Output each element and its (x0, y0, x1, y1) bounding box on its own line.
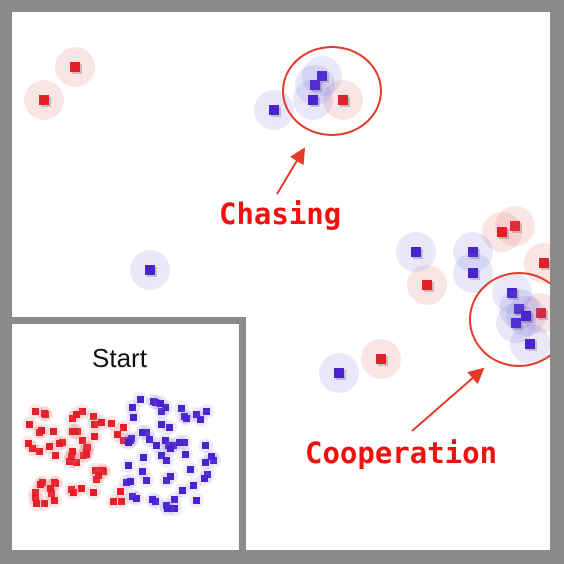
blue-agent-start (182, 462, 198, 478)
blue-agent-start (178, 410, 194, 426)
red-agent-start (33, 423, 49, 439)
red-agent-start (28, 496, 44, 512)
blue-agent-start (128, 490, 144, 506)
red-agent (55, 47, 95, 87)
cooperation-label: Cooperation (305, 436, 498, 470)
red-agent (24, 80, 64, 120)
red-agent-start (113, 494, 129, 510)
red-agent-start (73, 480, 89, 496)
red-agent-start (85, 409, 101, 425)
red-agent-start (105, 493, 121, 509)
red-agent-start (94, 414, 110, 430)
red-agent-start (47, 448, 63, 464)
blue-agent-start (120, 458, 136, 474)
inset-title: Start (92, 343, 147, 373)
blue-agent-start (198, 454, 214, 470)
red-agent-start (36, 405, 52, 421)
red-agent-start (109, 427, 125, 443)
blue-agent-start (121, 434, 137, 450)
blue-agent-start (171, 435, 187, 451)
blue-agent-start (134, 425, 150, 441)
red-agent (495, 206, 535, 246)
blue-agent-start (167, 500, 183, 516)
blue-agent-start (197, 437, 213, 453)
blue-agent-start (134, 464, 150, 480)
chasing-highlight-ring (282, 46, 382, 136)
start-inset-panel: Start (0, 317, 246, 564)
blue-agent-start (160, 500, 176, 516)
red-agent-start (69, 406, 85, 422)
red-agent-start (32, 444, 48, 460)
blue-agent-start (123, 473, 139, 489)
blue-agent-start (153, 395, 169, 411)
blue-agent-start (199, 403, 215, 419)
blue-agent-start (125, 409, 141, 425)
red-agent-start (20, 436, 36, 452)
red-agent-start (86, 484, 102, 500)
red-agent-start (37, 495, 53, 511)
blue-agent-start (185, 478, 201, 494)
blue-agent-start (159, 452, 175, 468)
red-agent-start (27, 485, 43, 501)
blue-agent-start (148, 437, 164, 453)
blue-agent (396, 232, 436, 272)
blue-agent-start (163, 440, 179, 456)
blue-agent-start (154, 416, 170, 432)
red-agent-start (67, 424, 83, 440)
red-agent-start (22, 416, 38, 432)
red-agent (361, 339, 401, 379)
blue-agent (130, 250, 170, 290)
blue-agent-start (145, 491, 161, 507)
red-agent-start (65, 443, 81, 459)
red-agent-start (28, 403, 44, 419)
cooperation-highlight-ring (469, 272, 564, 367)
blue-agent-start (175, 483, 191, 499)
blue-agent-start (157, 433, 173, 449)
blue-agent-start (197, 471, 213, 487)
red-agent-start (78, 446, 94, 462)
blue-agent-start (125, 399, 141, 415)
blue-agent-start (166, 491, 182, 507)
blue-agent-start (177, 446, 193, 462)
blue-agent-start (138, 473, 154, 489)
blue-agent-start (192, 411, 208, 427)
blue-agent-start (174, 401, 190, 417)
blue-agent-start (136, 450, 151, 466)
blue-agent (319, 353, 359, 393)
chasing-arrow (276, 147, 306, 195)
red-agent-start (46, 492, 62, 508)
red-agent-start (112, 483, 128, 499)
red-agent-start (42, 480, 58, 496)
red-agent-start (65, 484, 81, 500)
blue-agent (453, 232, 493, 272)
red-agent-start (104, 415, 120, 431)
red-agent-start (87, 428, 103, 444)
red-agent-start (90, 468, 106, 484)
red-agent-start (52, 435, 68, 451)
chasing-label: Chasing (219, 197, 342, 231)
cooperation-arrow (411, 367, 485, 432)
blue-agent-start (188, 492, 204, 508)
red-agent-start (46, 424, 62, 440)
red-agent-start (32, 477, 48, 493)
red-agent-start (41, 439, 57, 455)
blue-agent-start (162, 469, 178, 485)
blue-agent-start (132, 392, 148, 408)
red-agent (407, 265, 447, 305)
red-agent (482, 212, 522, 252)
